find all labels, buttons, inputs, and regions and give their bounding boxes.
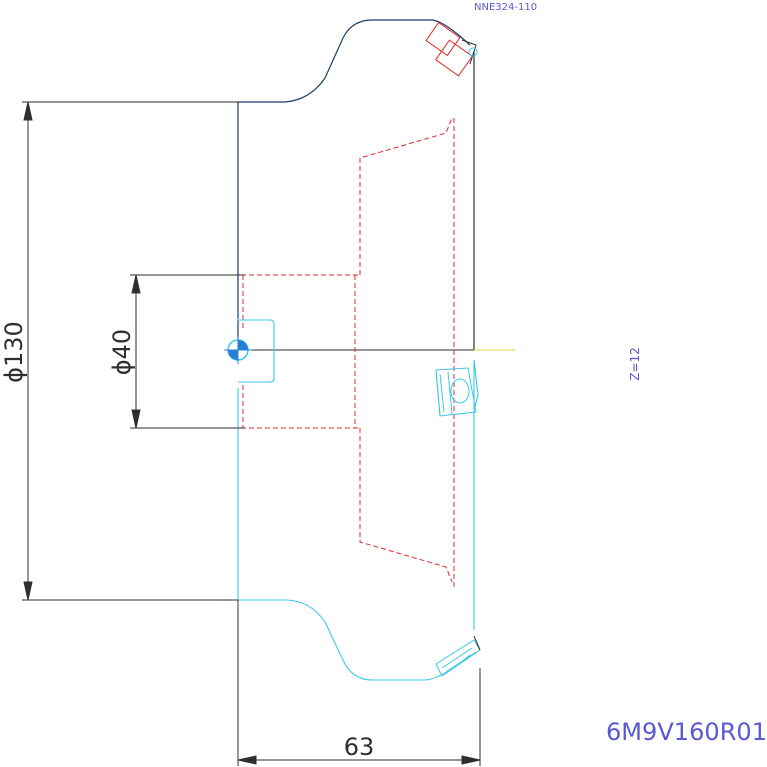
width-label: 63 [344, 733, 375, 761]
lower-body-outline [237, 318, 479, 681]
hidden-lines [241, 117, 455, 590]
teeth-count-label: Z=12 [628, 347, 642, 381]
lower-insert [435, 635, 481, 677]
lower-profile [237, 388, 471, 681]
part-code-label: NNE324-110 [474, 2, 537, 13]
keyway-profile [237, 318, 275, 383]
mid-insert [435, 367, 477, 417]
outer-diameter-label: ϕ130 [0, 321, 28, 383]
origin-marker [224, 336, 252, 364]
dimension-lines [22, 101, 481, 766]
upper-profile [237, 19, 471, 350]
upper-insert [425, 21, 478, 77]
upper-body-outline [237, 19, 515, 351]
drawing-number-label: 6M9V160R01 [606, 718, 767, 746]
bore-diameter-label: ϕ40 [108, 329, 136, 375]
